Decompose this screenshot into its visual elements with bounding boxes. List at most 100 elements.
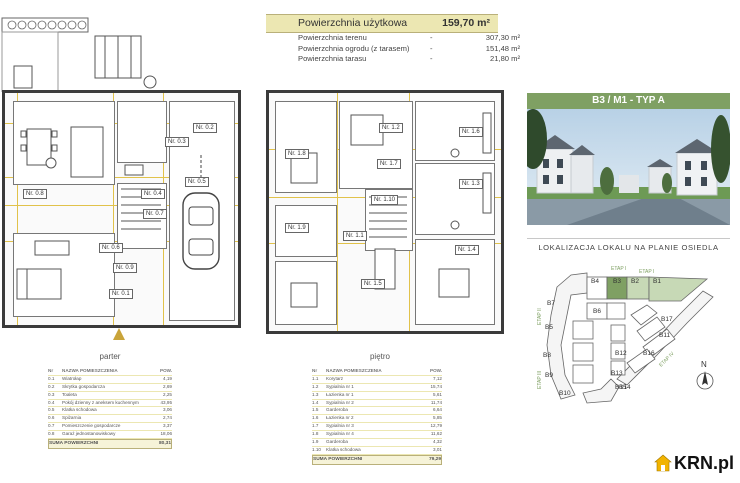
table-cell: 1.1 — [312, 375, 319, 381]
room-tag: Nr. 1.9 — [285, 223, 309, 233]
room-tag: Nr. 0.7 — [143, 209, 167, 219]
table-cell: 0.1 — [48, 375, 55, 381]
building-label: B9 — [545, 372, 553, 379]
area-row-value: 307,30 m² — [485, 33, 520, 42]
table-cell: 1.7 — [312, 423, 319, 429]
table-cell: 1.9 — [312, 439, 319, 445]
usable-area-header: Powierzchnia użytkowa 159,70 m² — [266, 14, 498, 33]
area-row-dash: - — [430, 43, 433, 53]
building-label: B6 — [593, 308, 601, 315]
room-tag: Nr. 1.3 — [459, 179, 483, 189]
table-cell: Garaż jednostanowiskowy — [62, 431, 116, 437]
usable-area-label: Powierzchnia użytkowa — [298, 17, 408, 29]
table-cell: 0.3 — [48, 391, 55, 397]
table-cell: 7,12 — [433, 375, 442, 381]
table-cell: Łazienka nr 1 — [326, 391, 354, 397]
table-cell: Spiżarnia — [62, 415, 82, 421]
area-row-value: 151,48 m² — [485, 43, 520, 53]
terrace-pergola-drawing — [1, 17, 157, 92]
table-cell: 0.8 — [48, 431, 55, 437]
room-tag: Nr. 1.7 — [377, 159, 401, 169]
area-summary: Powierzchnia użytkowa 159,70 m² Powierzc… — [266, 14, 520, 65]
first-floor-plan: Nr. 1.8 Nr. 1.6 Nr. 1.2 Nr. 1.7 Nr. 1.3 … — [266, 90, 504, 334]
sum-value: 80,31 — [158, 441, 171, 447]
table-cell: Łazienka nr 2 — [326, 415, 354, 421]
table-cell: 6,64 — [433, 407, 442, 413]
sum-label: SUMA POWIERZCHNI — [313, 456, 363, 462]
table-cell: 18,06 — [160, 431, 173, 437]
table-cell: 4,32 — [433, 439, 442, 445]
stage-label: ETAP IV — [658, 350, 676, 368]
north-label: N — [701, 360, 707, 369]
building-label: B2 — [631, 278, 639, 285]
table-cell: 43,95 — [160, 399, 173, 405]
table-cell: 5,61 — [433, 391, 442, 397]
table-cell: 1.4 — [312, 399, 319, 405]
building-label: B17 — [661, 316, 673, 323]
room-tag: Nr. 1.1 — [343, 231, 367, 241]
sum-label: SUMA POWIERZCHNI — [49, 441, 99, 447]
building-label: B15 — [615, 384, 627, 391]
table-cell: 3,01 — [433, 446, 442, 452]
table-cell: 11,62 — [430, 431, 442, 437]
table-cell: Wiatrołap — [62, 375, 82, 381]
table-header-cell: NAZWA POMIESZCZENIA — [326, 368, 382, 373]
table-cell: 2,25 — [163, 391, 172, 397]
table-row: 1.3 Łazienka nr 1 5,61 — [312, 392, 442, 400]
room-tag: Nr. 0.1 — [109, 289, 133, 299]
logo-text: KRN.pl — [674, 452, 734, 473]
table-cell: 0.4 — [48, 399, 55, 405]
room-tag: Nr. 0.5 — [185, 177, 209, 187]
table-cell: 1.2 — [312, 383, 319, 389]
table-cell: 1.10 — [312, 446, 321, 452]
room-tag: Nr. 1.10 — [371, 195, 399, 205]
table-cell: 12,79 — [430, 423, 443, 429]
building-label: B14 — [619, 384, 631, 391]
table-cell: 3,06 — [163, 407, 172, 413]
room-tag: Nr. 0.9 — [113, 263, 137, 273]
ground-floor-furniture — [16, 126, 220, 300]
building-label: B11 — [659, 332, 670, 339]
toilet-area — [117, 101, 167, 163]
site-map-title: LOKALIZACJA LOKALU NA PLANIE OSIEDLA — [527, 238, 730, 252]
area-row-garden: Powierzchnia ogrodu (z tarasem) - 151,48… — [266, 43, 520, 55]
table-cell: 0.2 — [48, 383, 55, 389]
building-label: B8 — [543, 352, 551, 359]
room-tag: Nr. 1.4 — [455, 245, 479, 255]
room-tag: Nr. 0.6 — [99, 243, 123, 253]
table-cell: Klatka schodowa — [62, 407, 97, 413]
building-label: B3 — [613, 278, 621, 285]
room-tag: Nr. 1.6 — [459, 127, 483, 137]
sum-value: 79,29 — [428, 456, 441, 462]
table-cell: 2,69 — [163, 383, 172, 389]
krn-logo: KRN.pl — [654, 452, 734, 474]
table-header-cell: Nr — [48, 368, 54, 373]
table-cell: 15,74 — [430, 383, 443, 389]
table-cell: 2,74 — [163, 415, 172, 421]
table-cell: 1.5 — [312, 407, 319, 413]
stage-label: ETAP I — [639, 269, 654, 275]
table-cell: 1.3 — [312, 391, 319, 397]
building-label: B4 — [591, 278, 599, 285]
building-label: B16 — [643, 350, 655, 357]
room-tag: Nr. 1.2 — [379, 123, 403, 133]
room-tag: Nr. 0.2 — [193, 123, 217, 133]
table-cell: 3,37 — [163, 423, 172, 429]
stage-label: ETAP III — [537, 371, 543, 389]
building-label: B5 — [545, 324, 553, 331]
site-plan-map: ETAP I ETAP I ETAP II ETAP III ETAP IV B… — [537, 266, 714, 404]
ground-floor-label: parter — [99, 352, 121, 361]
area-row-dash: - — [430, 33, 433, 42]
estate-render-photo — [527, 109, 730, 225]
first-floor-label: piętro — [369, 352, 390, 361]
building-label: B12 — [615, 350, 627, 357]
